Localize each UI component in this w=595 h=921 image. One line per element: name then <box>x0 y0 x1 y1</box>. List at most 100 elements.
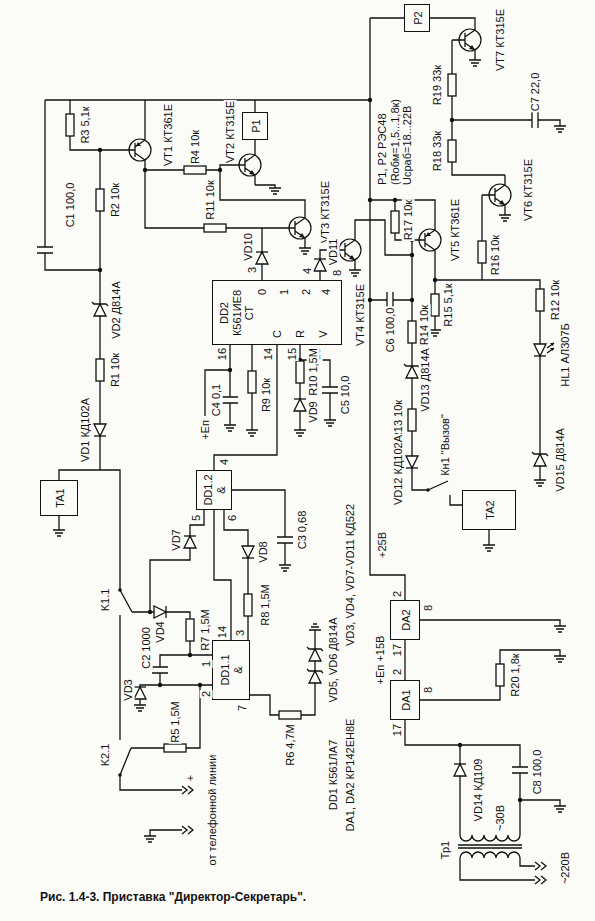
capacitor-symbol <box>512 767 528 773</box>
part-label: ~30В <box>494 804 507 832</box>
part-label: 8 <box>422 686 435 694</box>
wire <box>131 685 200 748</box>
wire <box>150 830 182 836</box>
diode-symbol <box>242 546 254 558</box>
part-label: VD11 <box>327 238 340 267</box>
junction-dot <box>368 98 372 102</box>
node-text: TA1 <box>54 483 67 513</box>
part-label: R19 33к <box>431 64 444 106</box>
wire <box>459 745 460 835</box>
node-label: TA1 <box>54 483 67 513</box>
wire <box>430 18 475 20</box>
node-text: CT <box>243 283 256 342</box>
wire <box>520 800 560 806</box>
wire <box>435 280 540 480</box>
part-label: R15 5,1к <box>442 282 455 327</box>
part-label: R17 10к <box>402 199 415 241</box>
part-label: R18 33к <box>431 130 444 172</box>
part-label: VD12 КД102А <box>392 434 405 506</box>
resistor-symbol <box>204 224 226 232</box>
junction-dot <box>228 368 232 372</box>
resistor-symbol <box>408 321 416 343</box>
part-label: HL1 АЛ307Б <box>559 322 572 388</box>
ground-symbol <box>134 705 146 711</box>
part-label: VD4 <box>154 620 167 643</box>
part-label: R7 1,5М <box>199 608 212 652</box>
diode-symbol <box>184 536 196 548</box>
wire <box>45 100 100 270</box>
ground-symbol <box>309 624 321 630</box>
ground-symbol <box>554 126 566 132</box>
resistor-symbol <box>431 294 439 316</box>
resistor-symbol <box>408 409 416 431</box>
resistor-symbol <box>448 74 456 96</box>
part-label: V <box>317 329 330 338</box>
capacitor-symbol <box>37 247 53 253</box>
zener-diode-symbol <box>307 647 323 661</box>
resistor-symbol <box>248 371 256 393</box>
part-label: R11 10к <box>204 179 217 220</box>
capacitor-symbol <box>277 537 293 543</box>
ground-symbol <box>554 626 566 632</box>
wire <box>119 615 120 740</box>
capacitor-symbol <box>222 397 238 403</box>
part-label: R14 10к <box>418 304 431 346</box>
part-label: 1 <box>200 660 213 668</box>
junction-dot <box>433 278 437 282</box>
wire <box>45 99 370 100</box>
resistor-symbol <box>391 211 399 233</box>
part-label: VD5, VD6 Д814А <box>327 616 340 703</box>
junction-dot <box>518 798 522 802</box>
part-label: 5 <box>190 514 203 522</box>
wire <box>420 620 560 626</box>
node-text: DA2 <box>400 603 413 637</box>
ground-symbol <box>299 248 311 254</box>
part-label: C8 100,0 <box>531 749 544 796</box>
resistor-symbol <box>496 664 504 686</box>
wire <box>254 140 255 145</box>
contact-pivot <box>426 488 430 492</box>
junction-dot <box>188 653 192 657</box>
part-label: R3 5,1к <box>79 105 92 144</box>
transistor-symbol <box>122 130 151 170</box>
part-label: VD3 <box>122 678 135 701</box>
led-symbol <box>534 343 554 356</box>
part-label: VD13 Д814А <box>419 347 432 413</box>
node-label: P2 <box>412 7 425 29</box>
telephone-set: TA2 <box>462 490 516 530</box>
transistor-symbol <box>412 220 441 260</box>
node-text: DD1.1 <box>219 643 232 697</box>
part-label: R12 10к <box>549 279 562 321</box>
part-label: 2 <box>300 288 313 296</box>
wire <box>254 100 255 112</box>
part-label: C3 0,68 <box>296 510 309 551</box>
part-label: 3 <box>234 629 247 637</box>
part-label: 4 <box>301 267 314 275</box>
part-label: от телефонной линии <box>206 754 219 867</box>
telephone-set: TA1 <box>40 480 78 516</box>
diode-symbol <box>454 764 466 776</box>
relay-coil: P2 <box>404 4 430 32</box>
part-label: VD2 Д814А <box>110 280 123 340</box>
part-label: 2 <box>200 690 213 698</box>
switch-contact <box>120 590 132 612</box>
wire <box>420 650 560 700</box>
wire <box>220 170 305 208</box>
part-label: 15 <box>286 347 299 361</box>
part-label: VT5 КТ361Е <box>449 198 462 262</box>
junction-dot <box>158 683 162 687</box>
wire <box>481 195 482 280</box>
switch-contact <box>428 481 448 490</box>
transistor-symbol <box>232 145 261 185</box>
part-label: C <box>271 329 284 339</box>
resistor-symbol <box>164 744 186 752</box>
node-text: DD1.2 <box>202 473 215 507</box>
wire <box>450 495 462 505</box>
ground-symbol <box>294 430 306 436</box>
node-text: P1 <box>250 115 263 137</box>
part-label: R2 10к <box>109 182 122 218</box>
junction-dot <box>450 118 454 122</box>
part-label: VD7 <box>170 528 183 551</box>
part-label: 17 <box>391 643 404 657</box>
junction-dot <box>198 683 202 687</box>
